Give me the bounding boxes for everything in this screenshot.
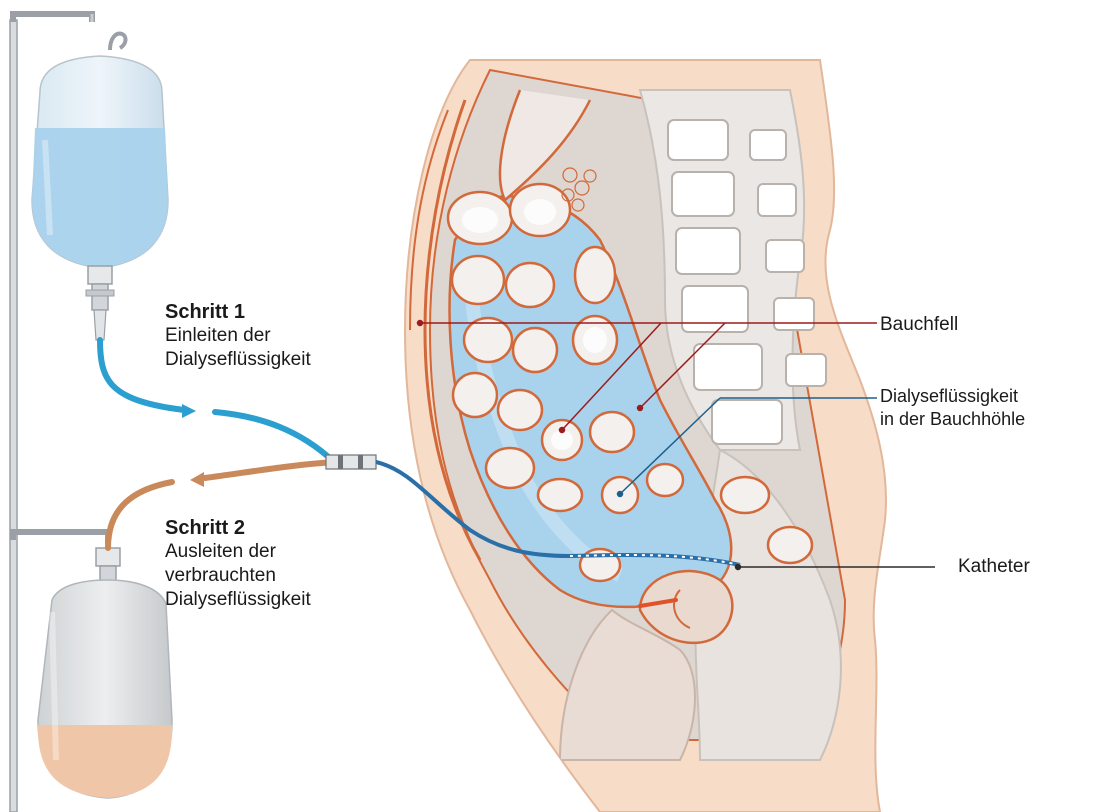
catheter-label: Katheter (958, 555, 1030, 579)
fluid-bag-icon (32, 34, 168, 340)
step1-line1: Einleiten der (165, 324, 311, 348)
step2-title: Schritt 2 (165, 516, 311, 540)
peritoneum-label: Bauchfell (880, 313, 958, 337)
step2-line3: Dialyseflüssigkeit (165, 588, 311, 612)
step1-line2: Dialyseflüssigkeit (165, 348, 311, 372)
fluid-label: Dialyseflüssigkeit in der Bauchhöhle (880, 385, 1025, 431)
step1-title: Schritt 1 (165, 300, 311, 324)
fluid-label-line1: Dialyseflüssigkeit (880, 385, 1025, 408)
abdomen-cross-section (376, 60, 886, 812)
catheter-connector-icon (326, 455, 376, 469)
step2-line1: Ausleiten der (165, 540, 311, 564)
step2-label: Schritt 2 Ausleiten der verbrauchten Dia… (165, 516, 311, 612)
step2-line2: verbrauchten (165, 564, 311, 588)
step1-label: Schritt 1 Einleiten der Dialyseflüssigke… (165, 300, 311, 372)
drain-bag-icon (38, 548, 172, 798)
fluid-label-line2: in der Bauchhöhle (880, 408, 1025, 431)
